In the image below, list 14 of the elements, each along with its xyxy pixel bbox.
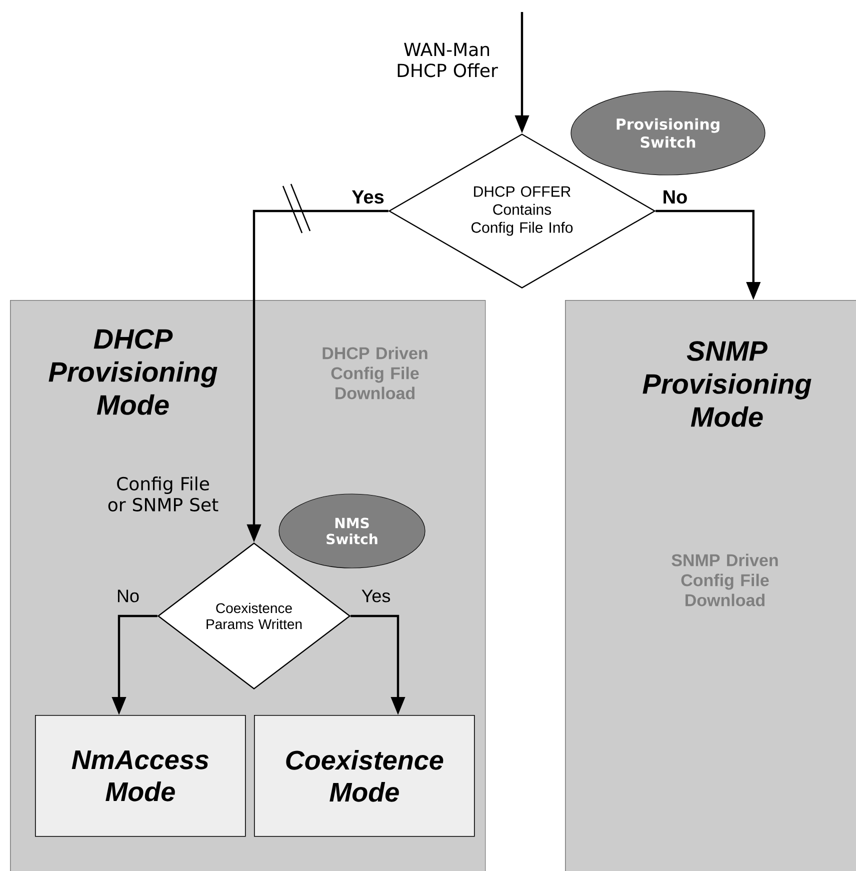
switch-oval: Provisioning Switch [570,90,766,176]
edge-label: No [664,190,687,204]
mode-box: Coexistence Mode [254,715,475,837]
switch-oval: NMS Switch [278,494,426,568]
edge-label: No [118,590,139,602]
panel-title: DHCP Provisioning Mode [48,329,218,415]
edge-label: WAN-Man DHCP Offer [398,42,498,78]
mode-box: NmAccess Mode [35,715,246,837]
edge-label: Yes [362,590,390,602]
edge-label: Yes [352,190,384,204]
panel-note: DHCP Driven Config File Download [322,346,428,400]
panel-title: SNMP Provisioning Mode [642,341,812,427]
flow-label: Config File or SNMP Set [108,476,218,512]
panel-note: SNMP Driven Config File Download [672,554,778,606]
